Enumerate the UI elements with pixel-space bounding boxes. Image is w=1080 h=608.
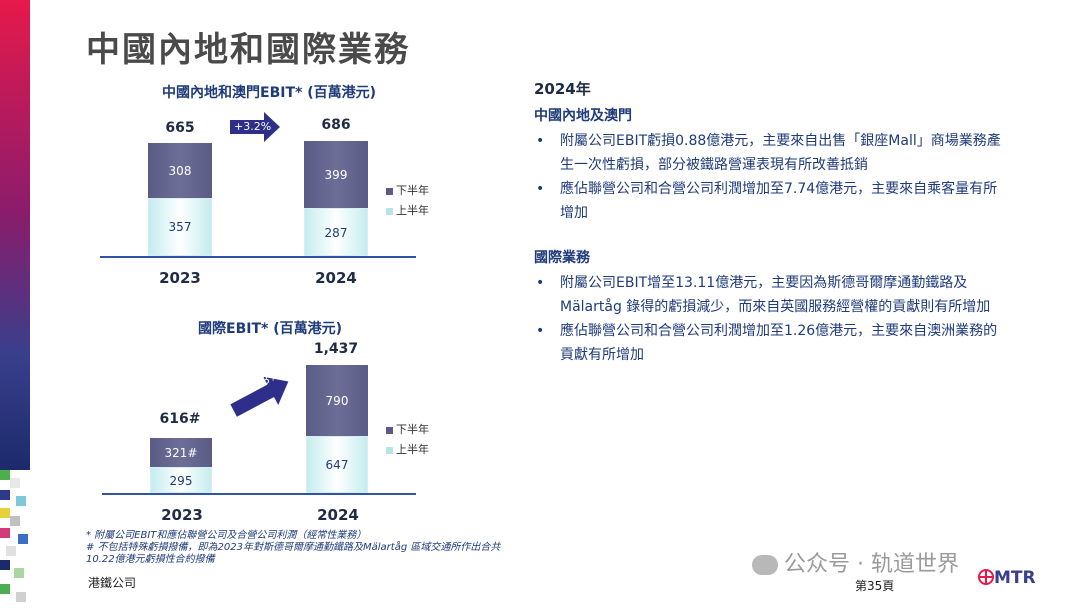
mtr-logo-icon [978,569,994,585]
footnote: 10.22億港元虧損性合約撥備 [86,554,215,565]
legend-item: 上半年 [386,440,429,460]
x-axis-line [100,256,416,258]
section-heading: 中國內地及澳門 [534,108,632,124]
segment-label: 399 [324,168,348,182]
segment-label: 790 [325,394,349,408]
bar-2023-h2 [150,438,212,467]
chart-title: 國際EBIT* (百萬港元) [198,321,342,337]
x-tick-label: 2023 [159,269,201,287]
footnotes: * 附屬公司EBIT和應佔聯營公司及合營公司利潤（經常性業務） # 不包括特殊虧… [86,530,500,566]
bar-2023-h1 [148,198,212,256]
bullet-item: 附屬公司EBIT增至13.11億港元，主要因為斯德哥爾摩通勤鐵路及Mälartå… [534,271,1004,319]
commentary-panel: 2024年 中國內地及澳門 附屬公司EBIT虧損0.88億港元，主要來自出售「銀… [534,78,1004,375]
x-tick-label: 2024 [315,269,357,287]
legend-label: 上半年 [396,204,429,217]
watermark: 公众号 · 轨道世界 [752,546,959,578]
decorative-color-strip [0,0,30,602]
growth-arrow [230,112,280,142]
chart-legend: 下半年 上半年 [386,420,429,460]
legend-swatch [386,426,393,434]
bar-2024-h1 [304,208,368,256]
segment-label: 295 [169,474,193,488]
bullet-list: 附屬公司EBIT增至13.11億港元，主要因為斯德哥爾摩通勤鐵路及Mälartå… [534,271,1004,367]
total-label: 616# [159,411,201,427]
growth-arrow [230,376,289,417]
wechat-icon [752,555,778,575]
logo-text: MTR [994,568,1036,588]
bullet-item: 附屬公司EBIT虧損0.88億港元，主要來自出售「銀座Mall」商場業務產生一次… [534,129,1004,177]
total-label: 686 [321,117,351,133]
footnote: * 附屬公司EBIT和應佔聯營公司及合營公司利潤（經常性業務） [86,530,367,541]
legend-label: 下半年 [396,423,429,436]
watermark-text: 公众号 · 轨道世界 [784,552,959,577]
commentary-year: 2024年 [534,80,591,98]
bar-2023-h1 [150,467,212,493]
segment-label: 287 [324,226,348,240]
legend-swatch [386,446,393,454]
bullet-item: 應佔聯營公司和合營公司利潤增加至1.26億港元，主要來自澳洲業務的貢獻有所增加 [534,319,1004,367]
company-name: 港鐵公司 [88,576,137,590]
bullet-list: 附屬公司EBIT虧損0.88億港元，主要來自出售「銀座Mall」商場業務產生一次… [534,129,1004,225]
total-label: 1,437 [313,341,359,357]
bar-2024-h1 [306,436,368,493]
bar-2023-h2 [148,143,212,198]
footnote: # 不包括特殊虧損撥備，即為2023年對斯德哥爾摩通勤鐵路及Mälartåg 區… [86,542,501,553]
growth-label: +3.2% [234,120,272,133]
bar-2024-h2 [306,365,368,436]
legend-item: 上半年 [386,201,429,221]
legend-swatch [386,207,393,215]
legend-label: 上半年 [396,443,429,456]
x-axis-line [102,493,416,495]
page-title: 中國內地和國際業務 [86,30,410,70]
total-label: 665 [165,120,195,136]
page-number: 第35頁 [855,579,895,593]
legend-item: 下半年 [386,181,429,201]
legend-label: 下半年 [396,184,429,197]
segment-label: 321# [164,446,198,460]
bullet-item: 應佔聯營公司和合營公司利潤增加至7.74億港元，主要來自乘客量有所增加 [534,177,1004,225]
section-heading: 國際業務 [534,250,590,266]
segment-label: 308 [168,164,192,178]
segment-label: 357 [168,220,192,234]
legend-item: 下半年 [386,420,429,440]
chart-legend: 下半年 上半年 [386,181,429,221]
chart-title: 中國內地和澳門EBIT* (百萬港元) [162,85,376,101]
x-tick-label: 2023 [161,506,203,524]
mtr-logo: MTR [978,568,1036,588]
bar-2024-h2 [304,141,368,208]
x-tick-label: 2024 [317,506,359,524]
segment-label: 647 [325,458,349,472]
legend-swatch [386,187,393,195]
